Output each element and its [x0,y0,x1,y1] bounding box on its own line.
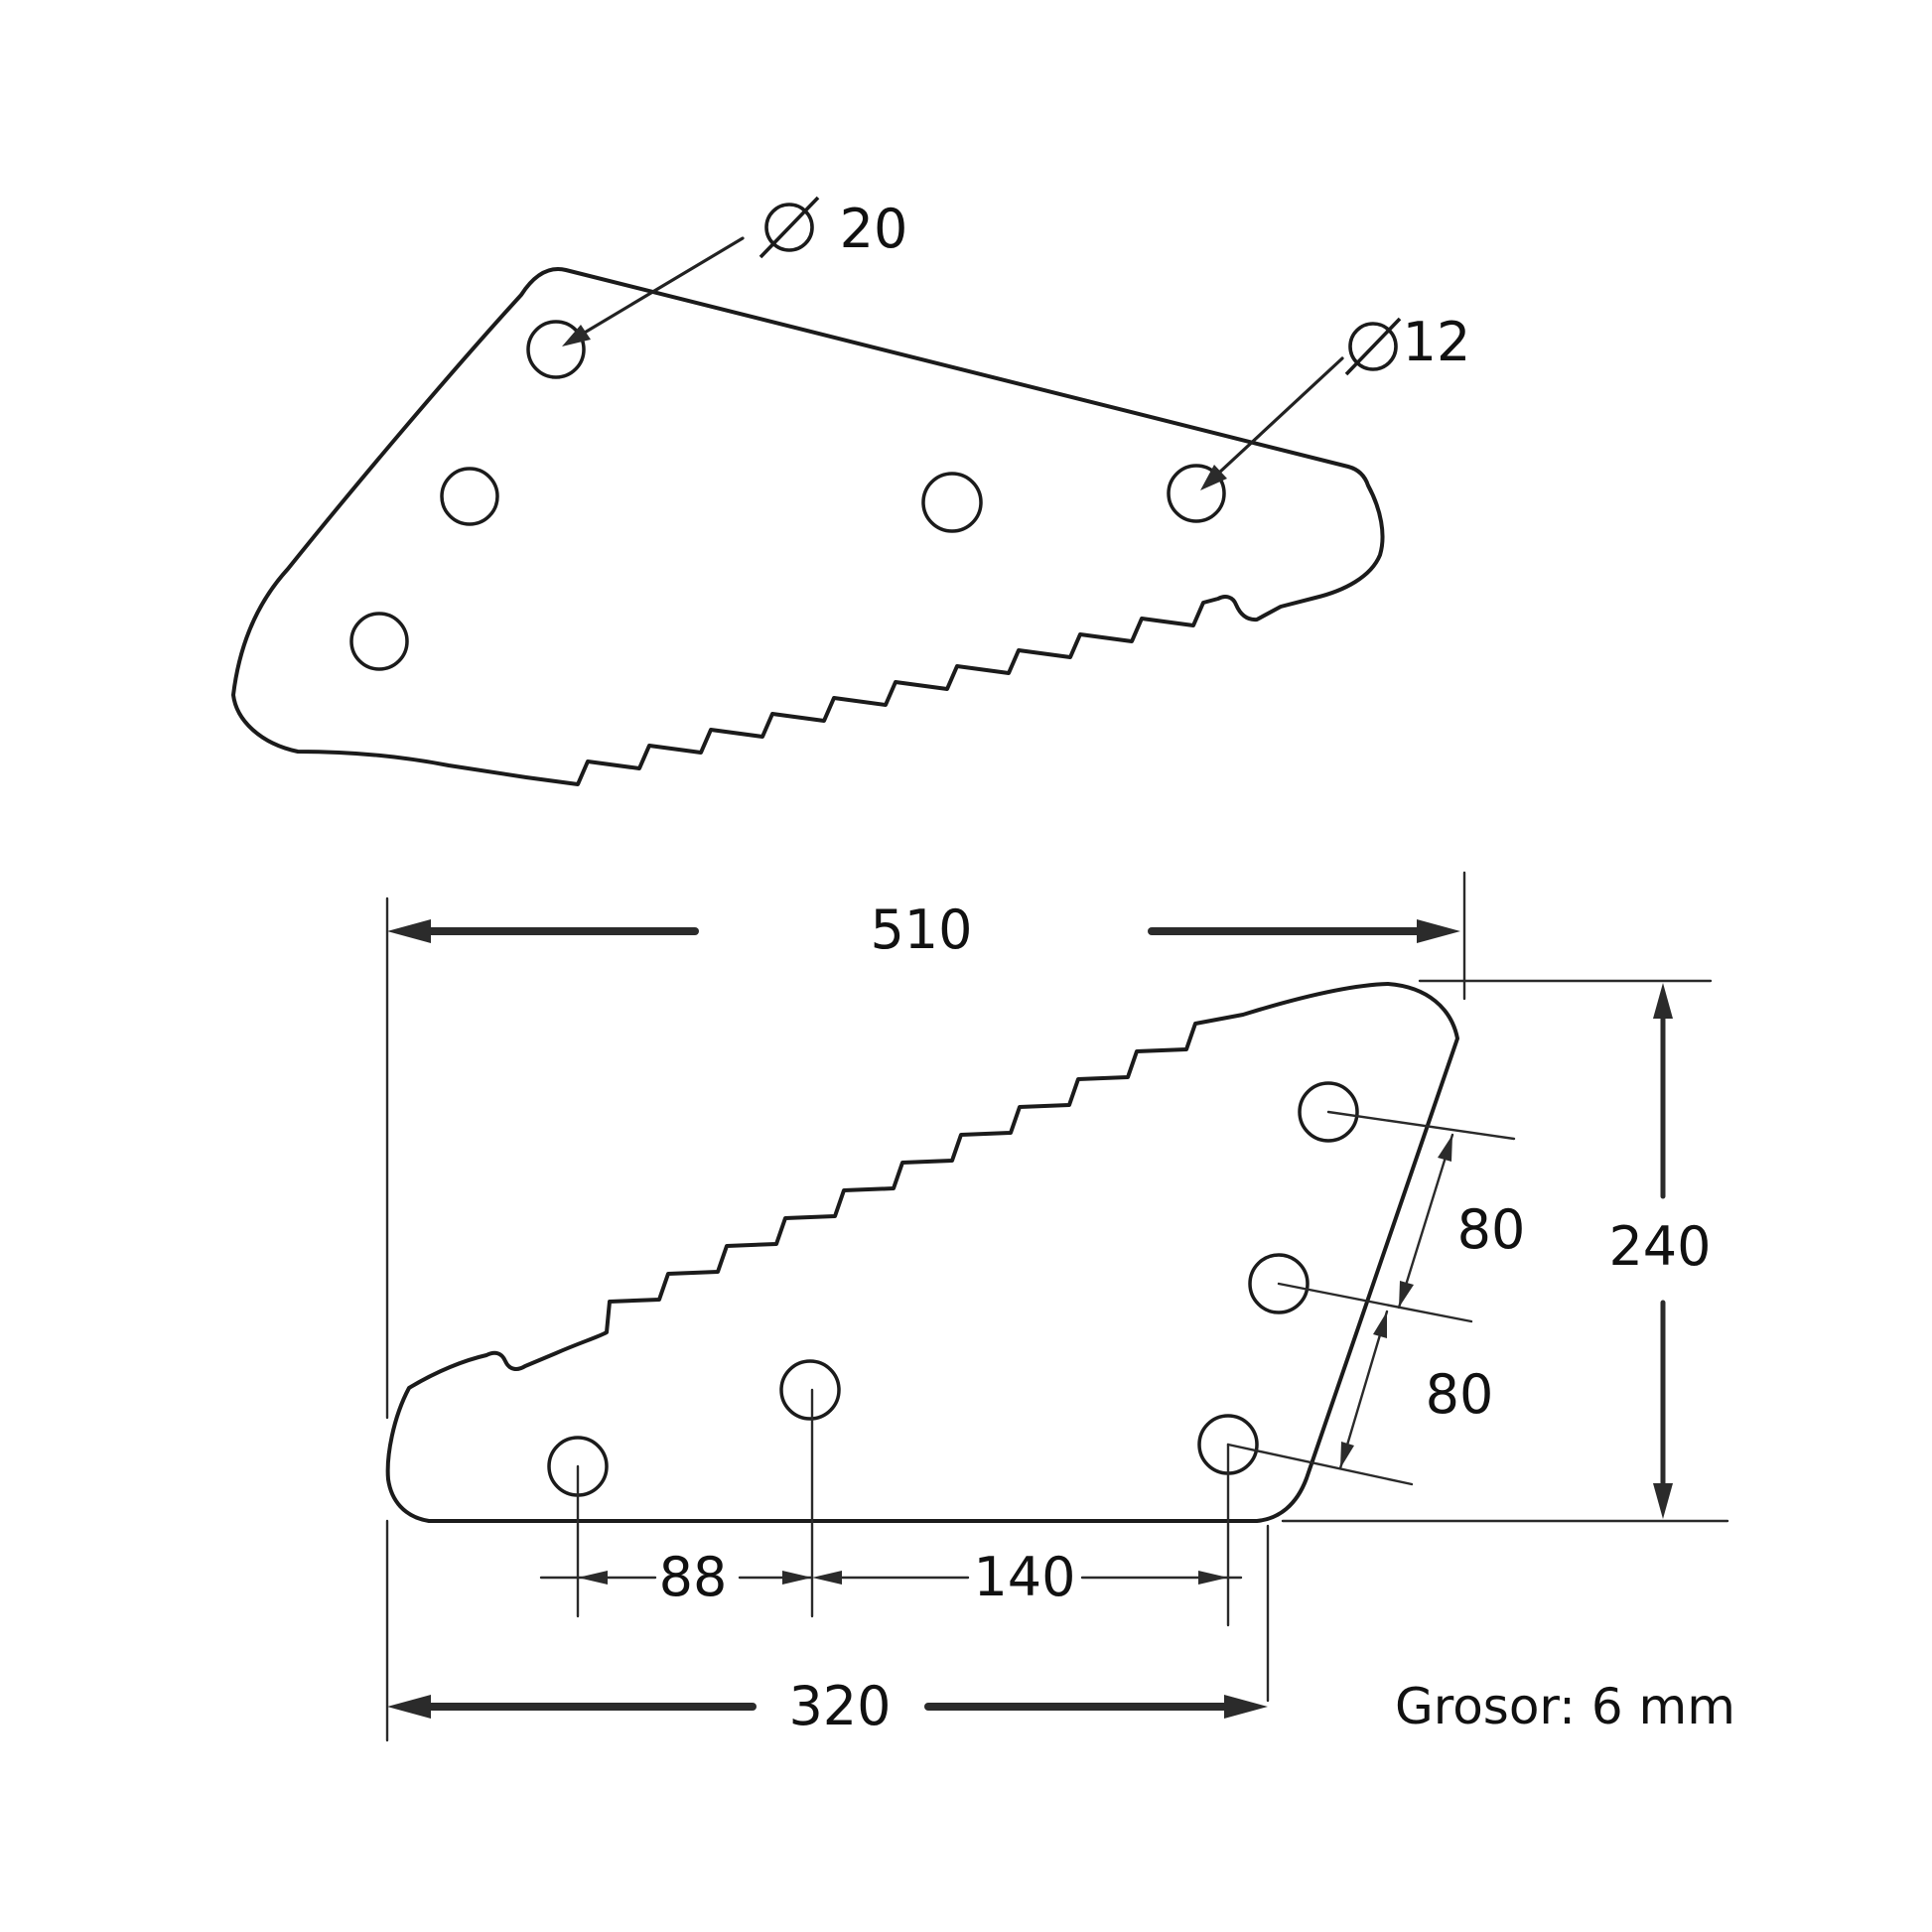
bolt-hole-bottom-h1 [1298,1081,1359,1143]
blade-outline-bottom [385,982,1459,1523]
dim-80-lower-label: 80 [1426,1363,1494,1426]
dim-88-label: 88 [659,1546,728,1608]
bolt-hole-top-c [349,612,409,671]
dimension-140: 140 [812,1546,1243,1608]
thickness-note: Grosor: 6 mm [1395,1678,1735,1735]
dimension-80-upper: 80 [1397,1133,1526,1310]
hole-diameter-12-label: 12 [1403,311,1471,373]
blade-outline-top [231,267,1385,786]
bolt-hole-top-b [440,467,499,526]
callout-diameter-20: 20 [562,196,908,346]
dimension-320: 320 [387,1675,1268,1737]
dim-80-upper-label: 80 [1457,1198,1526,1261]
dim-510-label: 510 [870,898,972,961]
bolt-hole-top-e [1167,464,1226,523]
hole-centerline [1277,1282,1473,1323]
callout-diameter-12: 12 [1200,311,1470,490]
dim-240-label: 240 [1608,1215,1711,1278]
bolt-hole-bottom-b2 [779,1359,841,1421]
hole-centerline [1326,1110,1516,1141]
bolt-hole-bottom-h2 [1248,1253,1310,1314]
diameter-symbol-icon [764,203,814,252]
dim-320-label: 320 [788,1675,891,1737]
top-view: 20 12 [231,196,1470,786]
dimension-88: 88 [539,1546,814,1608]
bottom-view: 510 240 80 80 88 [385,871,1735,1742]
bolt-hole-top-d [921,472,983,533]
leader-arrowhead [562,325,591,346]
leader-arrowhead [1200,465,1227,490]
hole-diameter-20-label: 20 [840,198,908,260]
dimension-240: 240 [1608,983,1712,1519]
diameter-symbol-icon [1348,322,1398,371]
dimension-80-lower: 80 [1338,1310,1494,1470]
bolt-hole-top-a [526,320,586,379]
dim-140-label: 140 [973,1546,1075,1608]
hole-centerline [1226,1443,1414,1486]
dimension-510: 510 [387,898,1460,961]
